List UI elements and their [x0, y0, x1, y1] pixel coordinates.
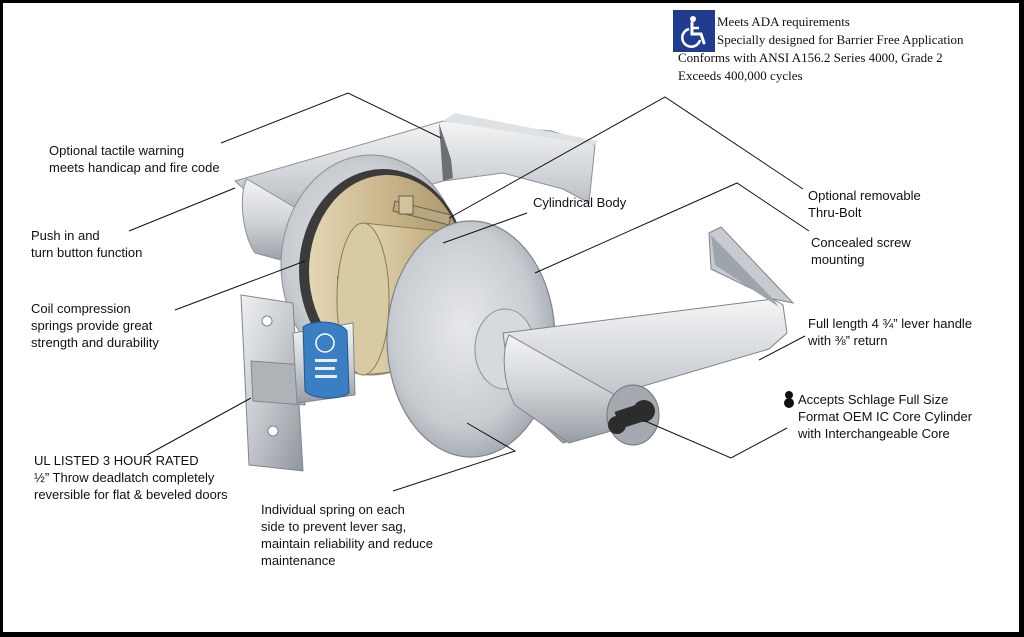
wheelchair-icon	[681, 16, 706, 48]
coil-leader	[174, 260, 306, 311]
body-leader	[442, 212, 528, 244]
ic-core-keyway	[608, 400, 655, 434]
callout-cylindrical-body: Cylindrical Body	[533, 195, 627, 210]
spring-leader	[392, 422, 517, 492]
thru-bolt	[392, 195, 452, 226]
ul-label	[302, 321, 350, 399]
ada-line-2: Specially designed for Barrier Free Appl…	[717, 32, 964, 47]
callout-core-line-1: Accepts Schlage Full Size	[798, 392, 949, 407]
lever-leader	[758, 335, 806, 361]
ada-wheelchair-icon	[673, 10, 715, 52]
core-leader	[644, 420, 788, 459]
callout-coil-line-3: strength and durability	[31, 335, 159, 350]
tactile-leader	[220, 92, 442, 144]
callout-spring-line-4: maintenance	[261, 553, 336, 568]
callout-core-line-3: with Interchangeable Core	[798, 426, 950, 441]
callout-ul-line-3: reversible for flat & beveled doors	[34, 487, 228, 502]
callout-tactile-line-1: Optional tactile warning	[49, 143, 185, 158]
callout-push-line-2: turn button function	[31, 245, 143, 260]
callout-coil-line-2: springs provide great	[31, 318, 153, 333]
ada-line-4: Exceeds 400,000 cycles	[678, 68, 803, 83]
ada-line-3: Conforms with ANSI A156.2 Series 4000, G…	[678, 50, 943, 65]
callout-ul-line-1: UL LISTED 3 HOUR RATED	[34, 453, 199, 468]
push-leader	[128, 187, 236, 232]
callout-spring-line-1: Individual spring on each	[261, 502, 405, 517]
callout-screw-line-1: Concealed screw	[811, 235, 911, 250]
callout-lever-line-1: Full length 4 ¾” lever handle	[808, 316, 973, 331]
screw-leader	[534, 182, 810, 274]
front-lever-handle	[502, 226, 795, 446]
callout-thru-bolt-line-1: Optional removable	[808, 188, 921, 203]
callout-thru-bolt-line-2: Thru-Bolt	[808, 205, 862, 220]
leader-lines	[128, 92, 810, 492]
core-bullet-icon	[784, 391, 794, 408]
callout-ul-line-2: ½” Throw deadlatch completely	[34, 470, 215, 485]
thru-bolt-leader	[448, 96, 804, 219]
callout-tactile-line-2: meets handicap and fire code	[49, 160, 220, 175]
callout-push-line-1: Push in and	[31, 228, 100, 243]
diagram-canvas: Meets ADA requirements Specially designe…	[3, 3, 1019, 632]
callout-spring-line-3: maintain reliability and reduce	[261, 536, 433, 551]
ada-line-1: Meets ADA requirements	[717, 14, 850, 29]
callout-spring-line-2: side to prevent lever sag,	[261, 519, 407, 534]
callout-screw-line-2: mounting	[811, 252, 865, 267]
ul-leader	[146, 397, 252, 456]
lock-illustration	[128, 92, 810, 492]
callout-lever-line-2: with ⅜” return	[808, 333, 888, 348]
callout-core-line-2: Format OEM IC Core Cylinder	[798, 409, 973, 424]
callout-coil-line-1: Coil compression	[31, 301, 131, 316]
